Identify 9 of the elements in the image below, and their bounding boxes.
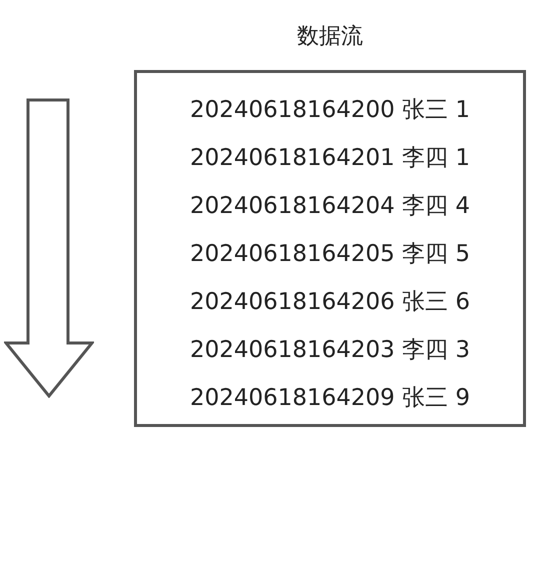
data-list-box [134, 70, 526, 427]
data-record: 20240618164204 李四 4 [190, 192, 470, 221]
data-record: 20240618164203 李四 3 [190, 336, 470, 365]
data-record: 20240618164201 李四 1 [190, 144, 470, 173]
title: 数据流 [296, 23, 364, 51]
data-record: 20240618164209 张三 9 [190, 384, 470, 413]
data-record: 20240618164200 张三 1 [190, 96, 470, 125]
data-record: 20240618164206 张三 6 [190, 288, 470, 317]
data-record: 20240618164205 李四 5 [190, 240, 470, 269]
